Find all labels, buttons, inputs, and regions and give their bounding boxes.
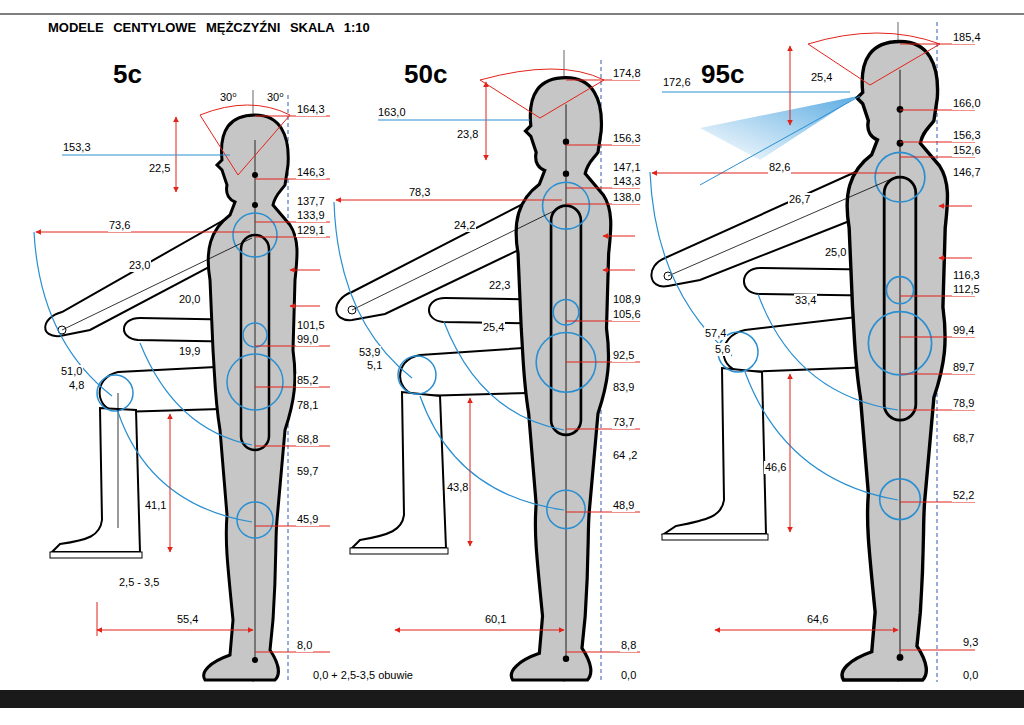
- dimension-label: 152,6: [952, 144, 982, 157]
- dimension-label: 24,2: [453, 219, 476, 232]
- dimension-label: 30⁰: [266, 91, 285, 104]
- dimension-label: 25,4: [810, 71, 833, 84]
- dimension-label: 8,0: [296, 639, 313, 652]
- dimension-label: 164,3: [296, 103, 326, 116]
- dimension-label: 33,4: [794, 294, 817, 307]
- dimension-label: 64,6: [806, 613, 829, 626]
- dimension-label: 68,7: [952, 432, 975, 445]
- dimension-label: 59,7: [296, 465, 319, 478]
- dimension-label: 0,0 + 2,5-3,5 obuwie: [312, 669, 414, 682]
- dimension-label: 30⁰: [219, 91, 238, 104]
- dimension-label: 78,1: [296, 399, 319, 412]
- dimension-label: 45,9: [296, 513, 319, 526]
- dimension-label: 99,4: [952, 324, 975, 337]
- dimension-label: 2,5 - 3,5: [118, 576, 160, 589]
- dimension-label: 25,4: [482, 321, 505, 334]
- dimension-label: 43,8: [446, 481, 469, 494]
- dimension-label: 174,8: [612, 67, 642, 80]
- dimension-label: 108,9: [612, 293, 642, 306]
- dimension-label: 92,5: [612, 349, 635, 362]
- dimension-label: 156,3: [612, 132, 642, 145]
- percentile-heading: 95c: [700, 60, 745, 88]
- dimension-label: 99,0: [296, 333, 319, 346]
- dimension-label: 129,1: [296, 224, 326, 237]
- dimension-label: 73,7: [612, 416, 635, 429]
- dimension-label: 163,0: [377, 106, 407, 119]
- percentile-heading: 50c: [403, 60, 448, 88]
- dimension-label: 5,6: [714, 343, 731, 356]
- dimension-label: 0,0: [962, 669, 979, 682]
- dimension-label: 25,0: [824, 246, 847, 259]
- dimension-label: 53,9: [358, 346, 381, 359]
- dimension-label: 5,1: [366, 359, 383, 372]
- dimension-label: 166,0: [952, 97, 982, 110]
- dimension-label: 147,1: [612, 161, 642, 174]
- dimension-label: 137,7: [296, 195, 326, 208]
- dimension-label: 146,3: [296, 166, 326, 179]
- dimension-label: 46,6: [764, 461, 787, 474]
- dimension-label: 101,5: [296, 319, 326, 332]
- dimension-label: 52,2: [952, 489, 975, 502]
- dimension-label: 83,9: [612, 381, 635, 394]
- dimension-label: 22,5: [148, 162, 171, 175]
- dimension-label: 4,8: [68, 379, 85, 392]
- dimension-label: 68,8: [296, 433, 319, 446]
- dimension-label: 19,9: [178, 345, 201, 358]
- dimension-label: 20,0: [178, 293, 201, 306]
- dimension-label: 60,1: [484, 613, 507, 626]
- dimension-label: 112,5: [952, 283, 981, 296]
- dimension-label: 143,3: [612, 175, 642, 188]
- dimension-label: 89,7: [952, 361, 975, 374]
- page-title: MODELE CENTYLOWE MĘŻCZYŹNI SKALA 1:10: [48, 20, 370, 35]
- dimension-label: 48,9: [612, 499, 635, 512]
- dimension-label: 57,4: [704, 327, 727, 340]
- dimension-label: 0,0: [620, 669, 637, 682]
- dimension-label: 185,4: [952, 31, 982, 44]
- dimension-label: 26,7: [788, 193, 811, 206]
- dimension-label: 146,7: [952, 166, 982, 179]
- dimension-label: 23,0: [128, 259, 151, 272]
- dimension-label: 9,3: [962, 636, 979, 649]
- dimension-label: 41,1: [144, 499, 167, 512]
- dimension-label: 133,9: [296, 209, 326, 222]
- dimension-label: 64 ,2: [612, 449, 638, 462]
- dimension-label: 172,6: [662, 76, 692, 89]
- dimension-label: 51,0: [60, 365, 83, 378]
- dimension-label: 22,3: [488, 279, 511, 292]
- dimension-label: 73,6: [108, 219, 131, 232]
- dimension-label: 153,3: [62, 141, 92, 154]
- dimension-label: 116,3: [952, 269, 981, 282]
- dimension-label: 78,9: [952, 397, 975, 410]
- dimension-label: 82,6: [768, 161, 791, 174]
- dimension-label: 23,8: [456, 128, 479, 141]
- dimension-label: 8,8: [620, 639, 637, 652]
- dimension-label: 105,6: [612, 308, 642, 321]
- dimension-label: 156,3: [952, 129, 982, 142]
- dimension-label: 85,2: [296, 374, 319, 387]
- dimension-label: 55,4: [176, 613, 199, 626]
- dimension-label: 78,3: [408, 186, 431, 199]
- percentile-heading: 5c: [112, 60, 143, 88]
- dimension-label: 138,0: [612, 191, 642, 204]
